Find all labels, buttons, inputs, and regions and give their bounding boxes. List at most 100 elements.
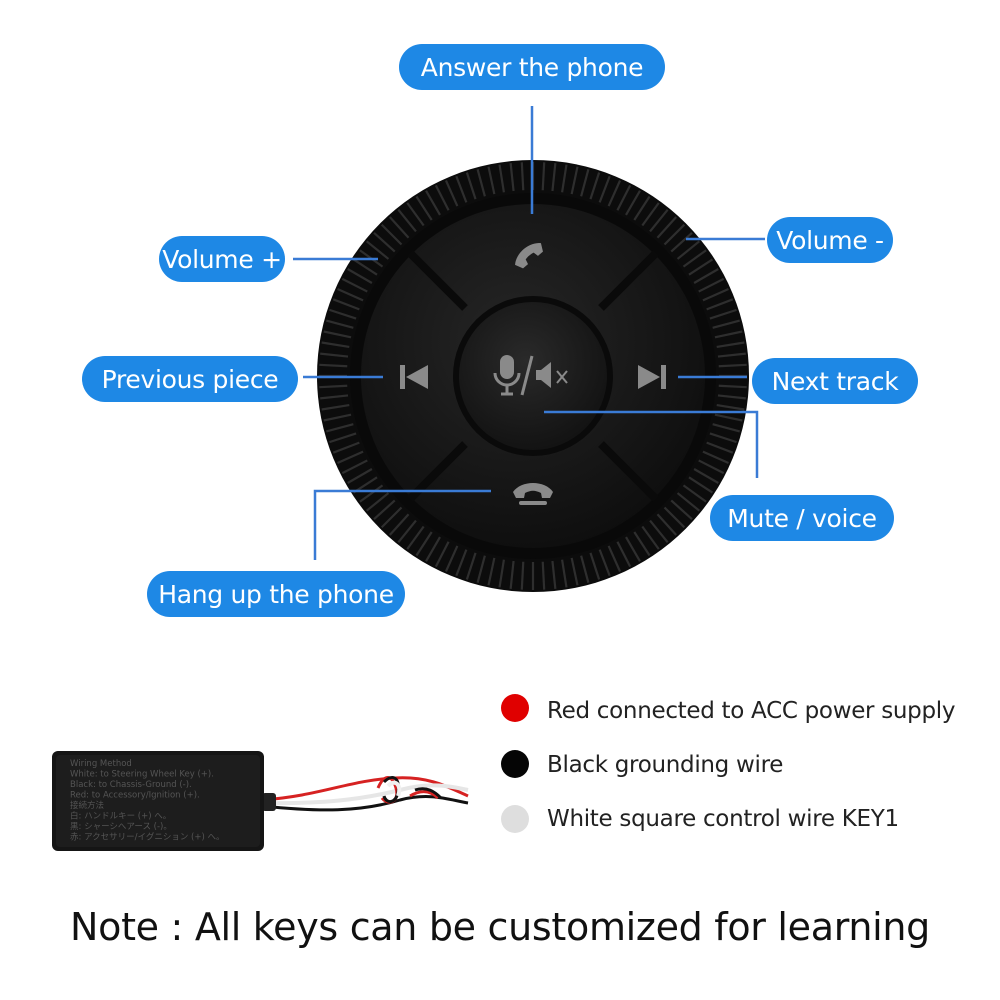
grip-ridge xyxy=(321,404,350,411)
grip-ridge xyxy=(373,231,396,253)
grip-ridge xyxy=(380,506,403,529)
grip-ridge xyxy=(388,513,410,536)
module-label-line: Red: to Accessory/Ignition (+). xyxy=(70,791,200,801)
grip-ridge xyxy=(693,268,719,284)
grip-ridge xyxy=(321,341,350,348)
grip-ridge xyxy=(319,384,348,389)
grip-ridge xyxy=(561,164,568,193)
grip-ridge xyxy=(633,531,651,557)
grip-ridge xyxy=(714,413,743,422)
grip-ridge xyxy=(698,277,725,293)
grip-ridge xyxy=(717,394,746,400)
grip-ridge xyxy=(509,163,515,192)
grip-ridge xyxy=(625,190,641,216)
grip-ridge xyxy=(716,341,745,348)
grip-ridge xyxy=(598,549,611,577)
grip-ridge xyxy=(709,432,737,444)
label-mute-voice: Mute / voice xyxy=(710,495,894,541)
grip-ridge xyxy=(329,432,357,444)
grip-ridge xyxy=(580,169,590,197)
grip-ridge xyxy=(520,561,525,590)
grip-ridge xyxy=(607,545,622,572)
grip-ridge xyxy=(670,499,693,521)
grip-ridge xyxy=(649,519,669,544)
grip-ridge xyxy=(676,240,701,260)
phone-answer-icon xyxy=(515,243,543,269)
grip-ridge xyxy=(373,499,396,521)
legend-text-black: Black grounding wire xyxy=(547,752,784,778)
grip-ridge xyxy=(589,552,601,580)
next-track-icon xyxy=(638,365,666,389)
grip-ridge xyxy=(693,468,719,484)
mic-mute-icon xyxy=(493,355,568,396)
grip-ridge xyxy=(487,557,496,586)
legend-dot-white xyxy=(501,805,529,833)
grip-ridge xyxy=(616,541,632,568)
steering-wheel-remote xyxy=(317,160,749,592)
grip-ridge xyxy=(716,404,745,411)
grip-ridge xyxy=(598,175,611,203)
grip-ridge xyxy=(551,560,557,589)
grip-ridge xyxy=(561,559,568,588)
grip-ridge xyxy=(388,216,410,239)
grip-ridge xyxy=(319,363,348,368)
grip-ridge xyxy=(332,441,360,454)
grip-ridge xyxy=(570,166,579,195)
label-previous-piece: Previous piece xyxy=(82,356,298,402)
grip-ridge xyxy=(487,166,496,195)
module-label-line: 赤: アクセサリー/イグニション (+) へ。 xyxy=(70,832,225,843)
grip-ridge xyxy=(444,180,459,207)
grip-ridge xyxy=(663,223,686,246)
grip-ridge xyxy=(406,202,425,227)
grip-ridge xyxy=(718,363,747,368)
label-next-track: Next track xyxy=(752,358,918,404)
grip-ridge xyxy=(341,459,368,475)
grip-ridge xyxy=(406,525,425,550)
grip-ridge xyxy=(706,441,734,454)
knob-grip-ridges xyxy=(319,162,747,590)
grip-ridge xyxy=(541,561,546,590)
grip-ridge xyxy=(326,423,354,433)
grip-ridge xyxy=(570,557,579,586)
grip-ridge xyxy=(663,506,686,529)
grip-ridge xyxy=(347,468,373,484)
grip-ridge xyxy=(415,531,433,557)
note-text: Note : All keys can be customized for le… xyxy=(70,905,930,949)
grip-ridge xyxy=(365,492,390,512)
module-label-line: White: to Steering Wheel Key (+). xyxy=(70,770,214,780)
grip-ridge xyxy=(709,308,737,320)
grip-ridge xyxy=(425,536,441,562)
grip-ridge xyxy=(365,240,390,260)
grip-ridge xyxy=(359,484,384,503)
grip-ridge xyxy=(616,184,632,211)
label-volume-plus: Volume + xyxy=(159,236,285,282)
grip-ridge xyxy=(688,476,714,494)
label-hang-up-the-phone: Hang up the phone xyxy=(147,571,405,617)
grip-ridge xyxy=(434,541,450,568)
grip-ridge xyxy=(702,450,729,465)
grip-ridge xyxy=(541,162,546,191)
grip-ridge xyxy=(380,223,403,246)
grip-ridge xyxy=(656,513,678,536)
grip-ridge xyxy=(455,549,468,577)
wire-boot xyxy=(262,793,276,811)
module-label-line: 接続方法 xyxy=(70,800,104,811)
grip-ridge xyxy=(714,330,743,339)
leader-hangup xyxy=(313,489,491,560)
grip-ridge xyxy=(498,559,505,588)
grip-ridge xyxy=(682,484,707,503)
grip-ridge xyxy=(444,545,459,572)
grip-ridge xyxy=(641,525,660,550)
grip-ridge xyxy=(717,352,746,358)
grip-ridge xyxy=(320,352,349,358)
grip-ridge xyxy=(509,560,515,589)
phone-hangup-icon xyxy=(513,483,553,505)
grip-ridge xyxy=(455,175,468,203)
grip-ridge xyxy=(688,258,714,276)
grip-ridge xyxy=(551,163,557,192)
grip-ridge xyxy=(625,536,641,562)
module-label-line: 白: ハンドルキー (+) へ。 xyxy=(70,811,171,822)
center-button xyxy=(459,302,607,450)
grip-ridge xyxy=(718,384,747,389)
